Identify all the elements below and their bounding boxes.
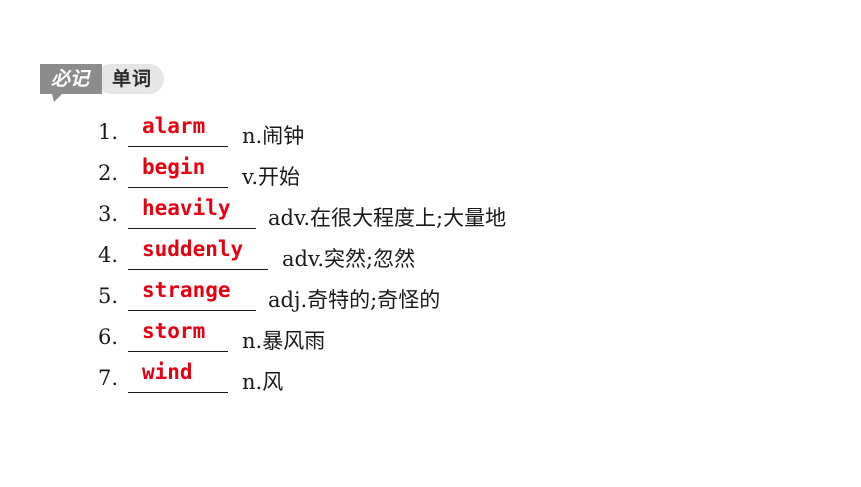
- answer-text: wind: [142, 360, 193, 384]
- answer-text: alarm: [142, 114, 206, 138]
- definition-text: n.暴风雨: [242, 329, 326, 353]
- answer-text: storm: [142, 319, 206, 343]
- answer-blank: [128, 323, 228, 352]
- answer-text: strange: [142, 278, 231, 302]
- answer-blank: [128, 364, 228, 393]
- definition-text: v.开始: [242, 165, 301, 189]
- answer-blank: [128, 159, 228, 188]
- item-number: 5.: [98, 284, 119, 308]
- item-number: 3.: [98, 202, 119, 226]
- answer-text: heavily: [142, 196, 231, 220]
- definition-text: adv.在很大程度上;大量地: [268, 206, 507, 230]
- answer-blank: [128, 118, 228, 147]
- item-number: 7.: [98, 366, 119, 390]
- definition-text: n.风: [242, 370, 284, 394]
- header-tag-label: 必记: [50, 68, 89, 90]
- item-number: 4.: [98, 243, 119, 267]
- section-header: 必记 单词: [36, 62, 166, 102]
- header-tag-shape: [40, 64, 164, 102]
- definition-text: n.闹钟: [242, 124, 305, 148]
- item-number: 2.: [98, 161, 119, 185]
- definition-text: adj.奇特的;奇怪的: [268, 288, 441, 312]
- item-number: 1.: [98, 120, 119, 144]
- answer-blank: [128, 282, 256, 311]
- answer-blank: [128, 241, 268, 270]
- answer-text: begin: [142, 155, 206, 179]
- answer-blank: [128, 200, 256, 229]
- answer-text: suddenly: [142, 237, 244, 261]
- header-title: 单词: [111, 68, 152, 90]
- item-number: 6.: [98, 325, 119, 349]
- definition-text: adv.突然;忽然: [282, 247, 416, 271]
